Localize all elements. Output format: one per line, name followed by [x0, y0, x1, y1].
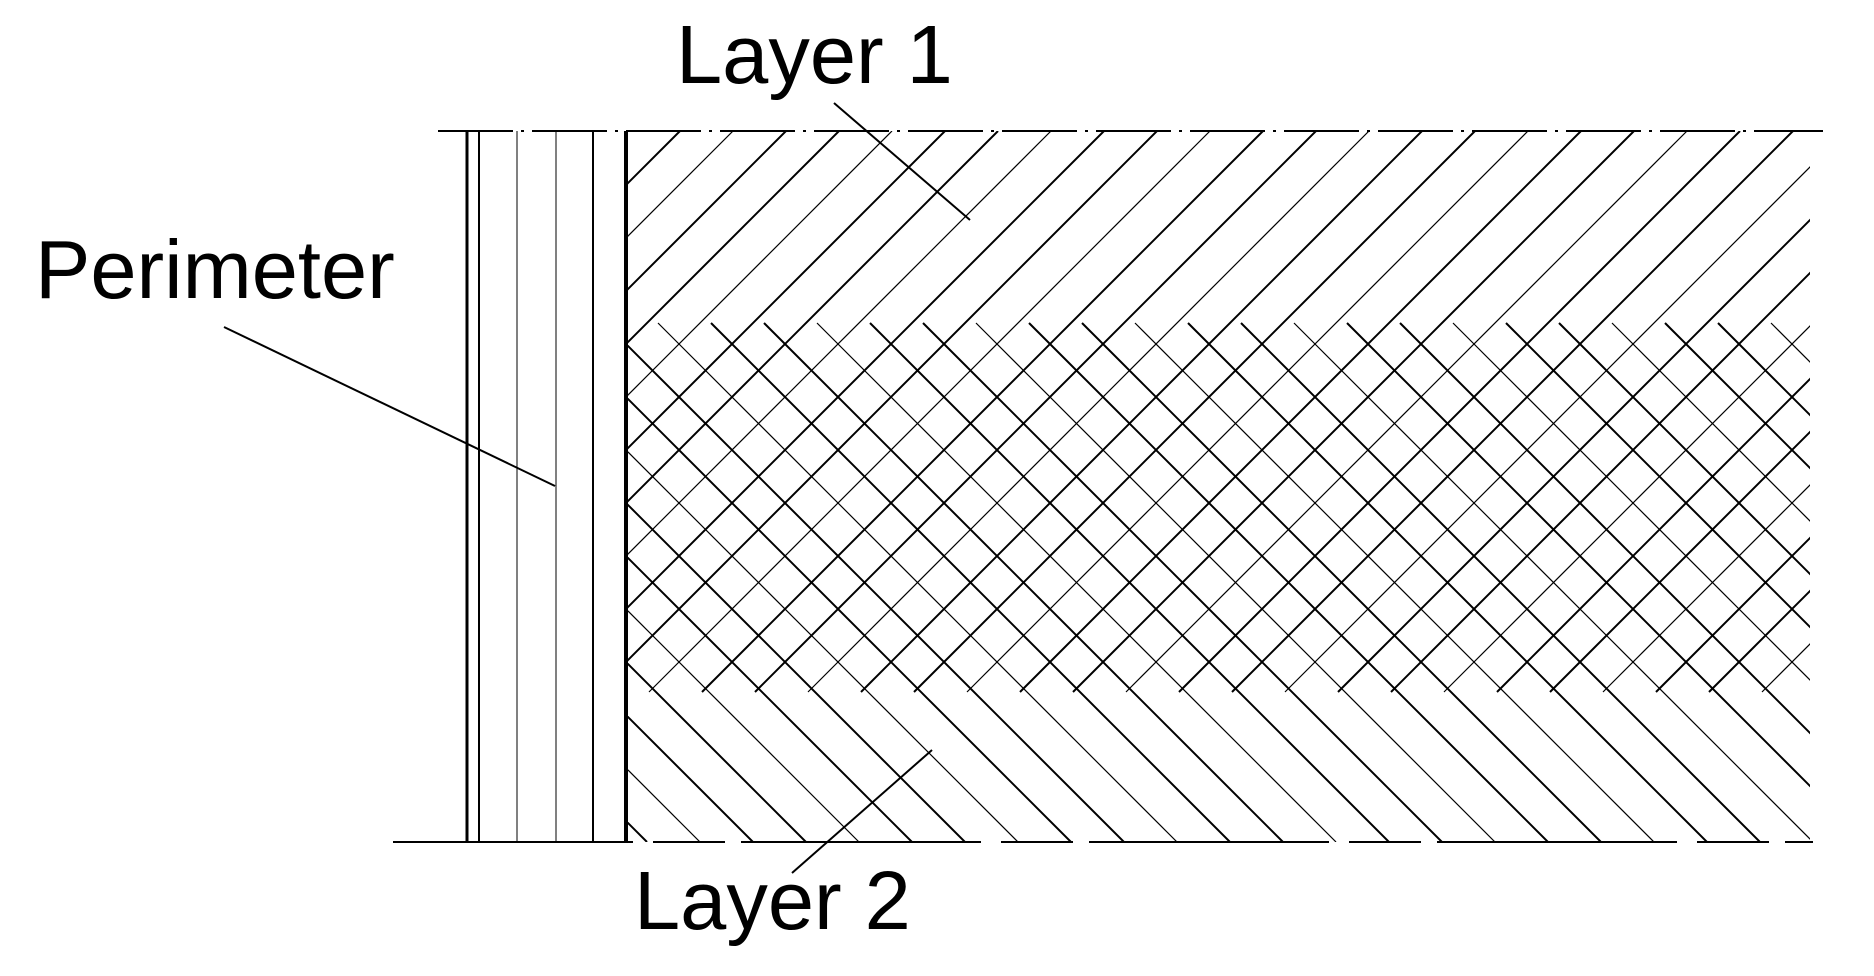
layer2-hatch-line	[1505, 322, 1810, 629]
layer1-hatch-line	[1125, 131, 1688, 693]
layer1-hatch-line	[0, 131, 309, 692]
layer1-hatch-line	[1496, 377, 1810, 693]
layer1-hatch-line	[0, 131, 521, 692]
layer2-hatch-line	[710, 322, 1231, 842]
perimeter-lines	[465, 131, 628, 842]
layer2-leader-line	[791, 749, 933, 874]
layer2-hatch-line	[1770, 322, 1810, 363]
layer1-hatch-line	[1178, 131, 1741, 693]
layer2-hatch-line	[1346, 322, 1810, 788]
layer1-hatch-line	[628, 131, 999, 503]
layer1-hatch-line	[0, 131, 150, 692]
layer1-hatch-line	[628, 131, 1105, 609]
layer1-hatch-line	[860, 131, 1423, 693]
perimeter-label: Perimeter	[35, 222, 395, 316]
layer2-hatch-line	[628, 451, 1019, 842]
layer2-hatch-line	[628, 503, 966, 842]
layer1-hatch-line	[0, 131, 97, 692]
layer2-hatch-line	[1240, 322, 1761, 842]
layer2-hatch-line	[628, 715, 754, 842]
layer1-hatch-line	[1231, 131, 1794, 693]
layer1-hatch-line	[628, 131, 734, 237]
layer1-hatch-line	[0, 131, 256, 692]
layer1-hatch-line	[1284, 166, 1810, 693]
layer2-hatch-line	[75, 323, 594, 842]
layer2-hatch-line	[1611, 322, 1810, 522]
layer2-hatch-line	[1399, 322, 1810, 735]
layer2-hatch-line	[628, 397, 1072, 842]
layer1-hatch-line	[1337, 218, 1810, 693]
layer1-hatch-line	[628, 131, 840, 344]
layer2-hatch-line	[628, 821, 648, 842]
layer1-hatch-line	[1655, 536, 1810, 693]
layer2-hatch-line	[1134, 322, 1655, 842]
layer1-hatch-line	[1390, 271, 1810, 693]
layer1-hatch-line	[1549, 430, 1810, 693]
layer1-hatch-line	[628, 131, 946, 450]
layer1-hatch-line	[1443, 325, 1810, 693]
layer1-hatch-line	[1602, 484, 1810, 693]
layer1-hatch-line	[13, 131, 574, 692]
layer1-hatch-line	[0, 131, 415, 692]
layer2-hatch-line	[628, 556, 913, 842]
layer2-hatch	[75, 322, 1874, 842]
perimeter-leader-line	[223, 326, 556, 487]
layer2-hatch-line	[922, 322, 1443, 842]
layer2-hatch-line	[1664, 322, 1810, 470]
layer1-hatch-line	[1072, 131, 1635, 693]
layer2-hatch-line	[1558, 322, 1810, 576]
layer1-hatch-line	[966, 131, 1529, 693]
layer1-hatch-line	[754, 131, 1317, 693]
layer2-hatch-line	[1717, 322, 1810, 417]
layer1-leader-line	[833, 102, 971, 221]
layer1-hatch-line	[0, 131, 203, 692]
layer1-hatch-line	[628, 131, 1158, 662]
layer1-hatch-line	[0, 131, 362, 692]
layer2-hatch-line	[1028, 322, 1549, 842]
layer1-hatch-line	[628, 131, 787, 291]
layer1-hatch-line	[807, 131, 1370, 693]
layer2-hatch-line	[1293, 322, 1810, 840]
layer2-hatch-line	[1452, 322, 1810, 681]
layer2-hatch-line	[975, 322, 1496, 842]
layer1-hatch-line	[66, 131, 627, 692]
layer1-hatch-line	[648, 131, 1211, 693]
layer1-hatch-line	[701, 131, 1264, 693]
layer1-hatch	[0, 131, 1874, 693]
layer1-hatch-line	[0, 131, 44, 692]
layer2-hatch-line	[1081, 322, 1602, 842]
layer2-hatch-line	[628, 769, 701, 842]
layer1-hatch-line	[913, 131, 1476, 693]
layer2-hatch-line	[763, 322, 1284, 842]
layer2-hatch-line	[816, 322, 1337, 842]
layer1-hatch-line	[628, 131, 893, 396]
layer2-hatch-line	[1824, 323, 1874, 842]
layer1-hatch-line	[1019, 131, 1582, 693]
layer2-hatch-line	[628, 344, 1125, 842]
layer2-hatch-line	[628, 662, 807, 842]
layer2-label: Layer 2	[634, 853, 911, 947]
layer1-hatch-line	[1815, 131, 1874, 692]
layer2-hatch-line	[1187, 322, 1708, 842]
layer2-hatch-line	[628, 610, 860, 842]
layer1-label: Layer 1	[676, 7, 953, 101]
layer2-hatch-line	[869, 322, 1390, 842]
layer1-hatch-line	[1708, 589, 1810, 693]
layer1-hatch-line	[628, 131, 1052, 555]
layer2-hatch-line	[657, 322, 1178, 842]
